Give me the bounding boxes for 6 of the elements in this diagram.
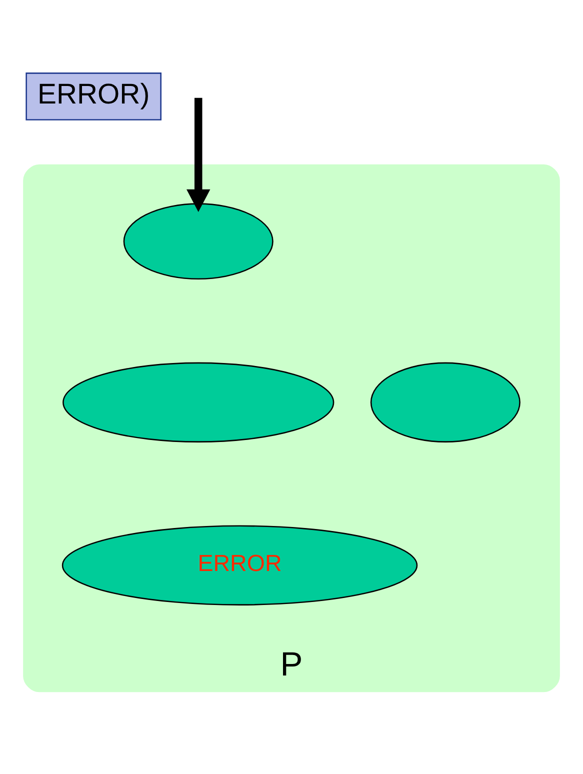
node-ellipse: [370, 362, 520, 442]
node-box: ERROR): [26, 72, 162, 120]
node-ellipse: [123, 202, 274, 279]
arrow: [186, 97, 210, 212]
node-ellipse: [62, 362, 334, 442]
node-ellipse: ERROR: [62, 524, 418, 605]
